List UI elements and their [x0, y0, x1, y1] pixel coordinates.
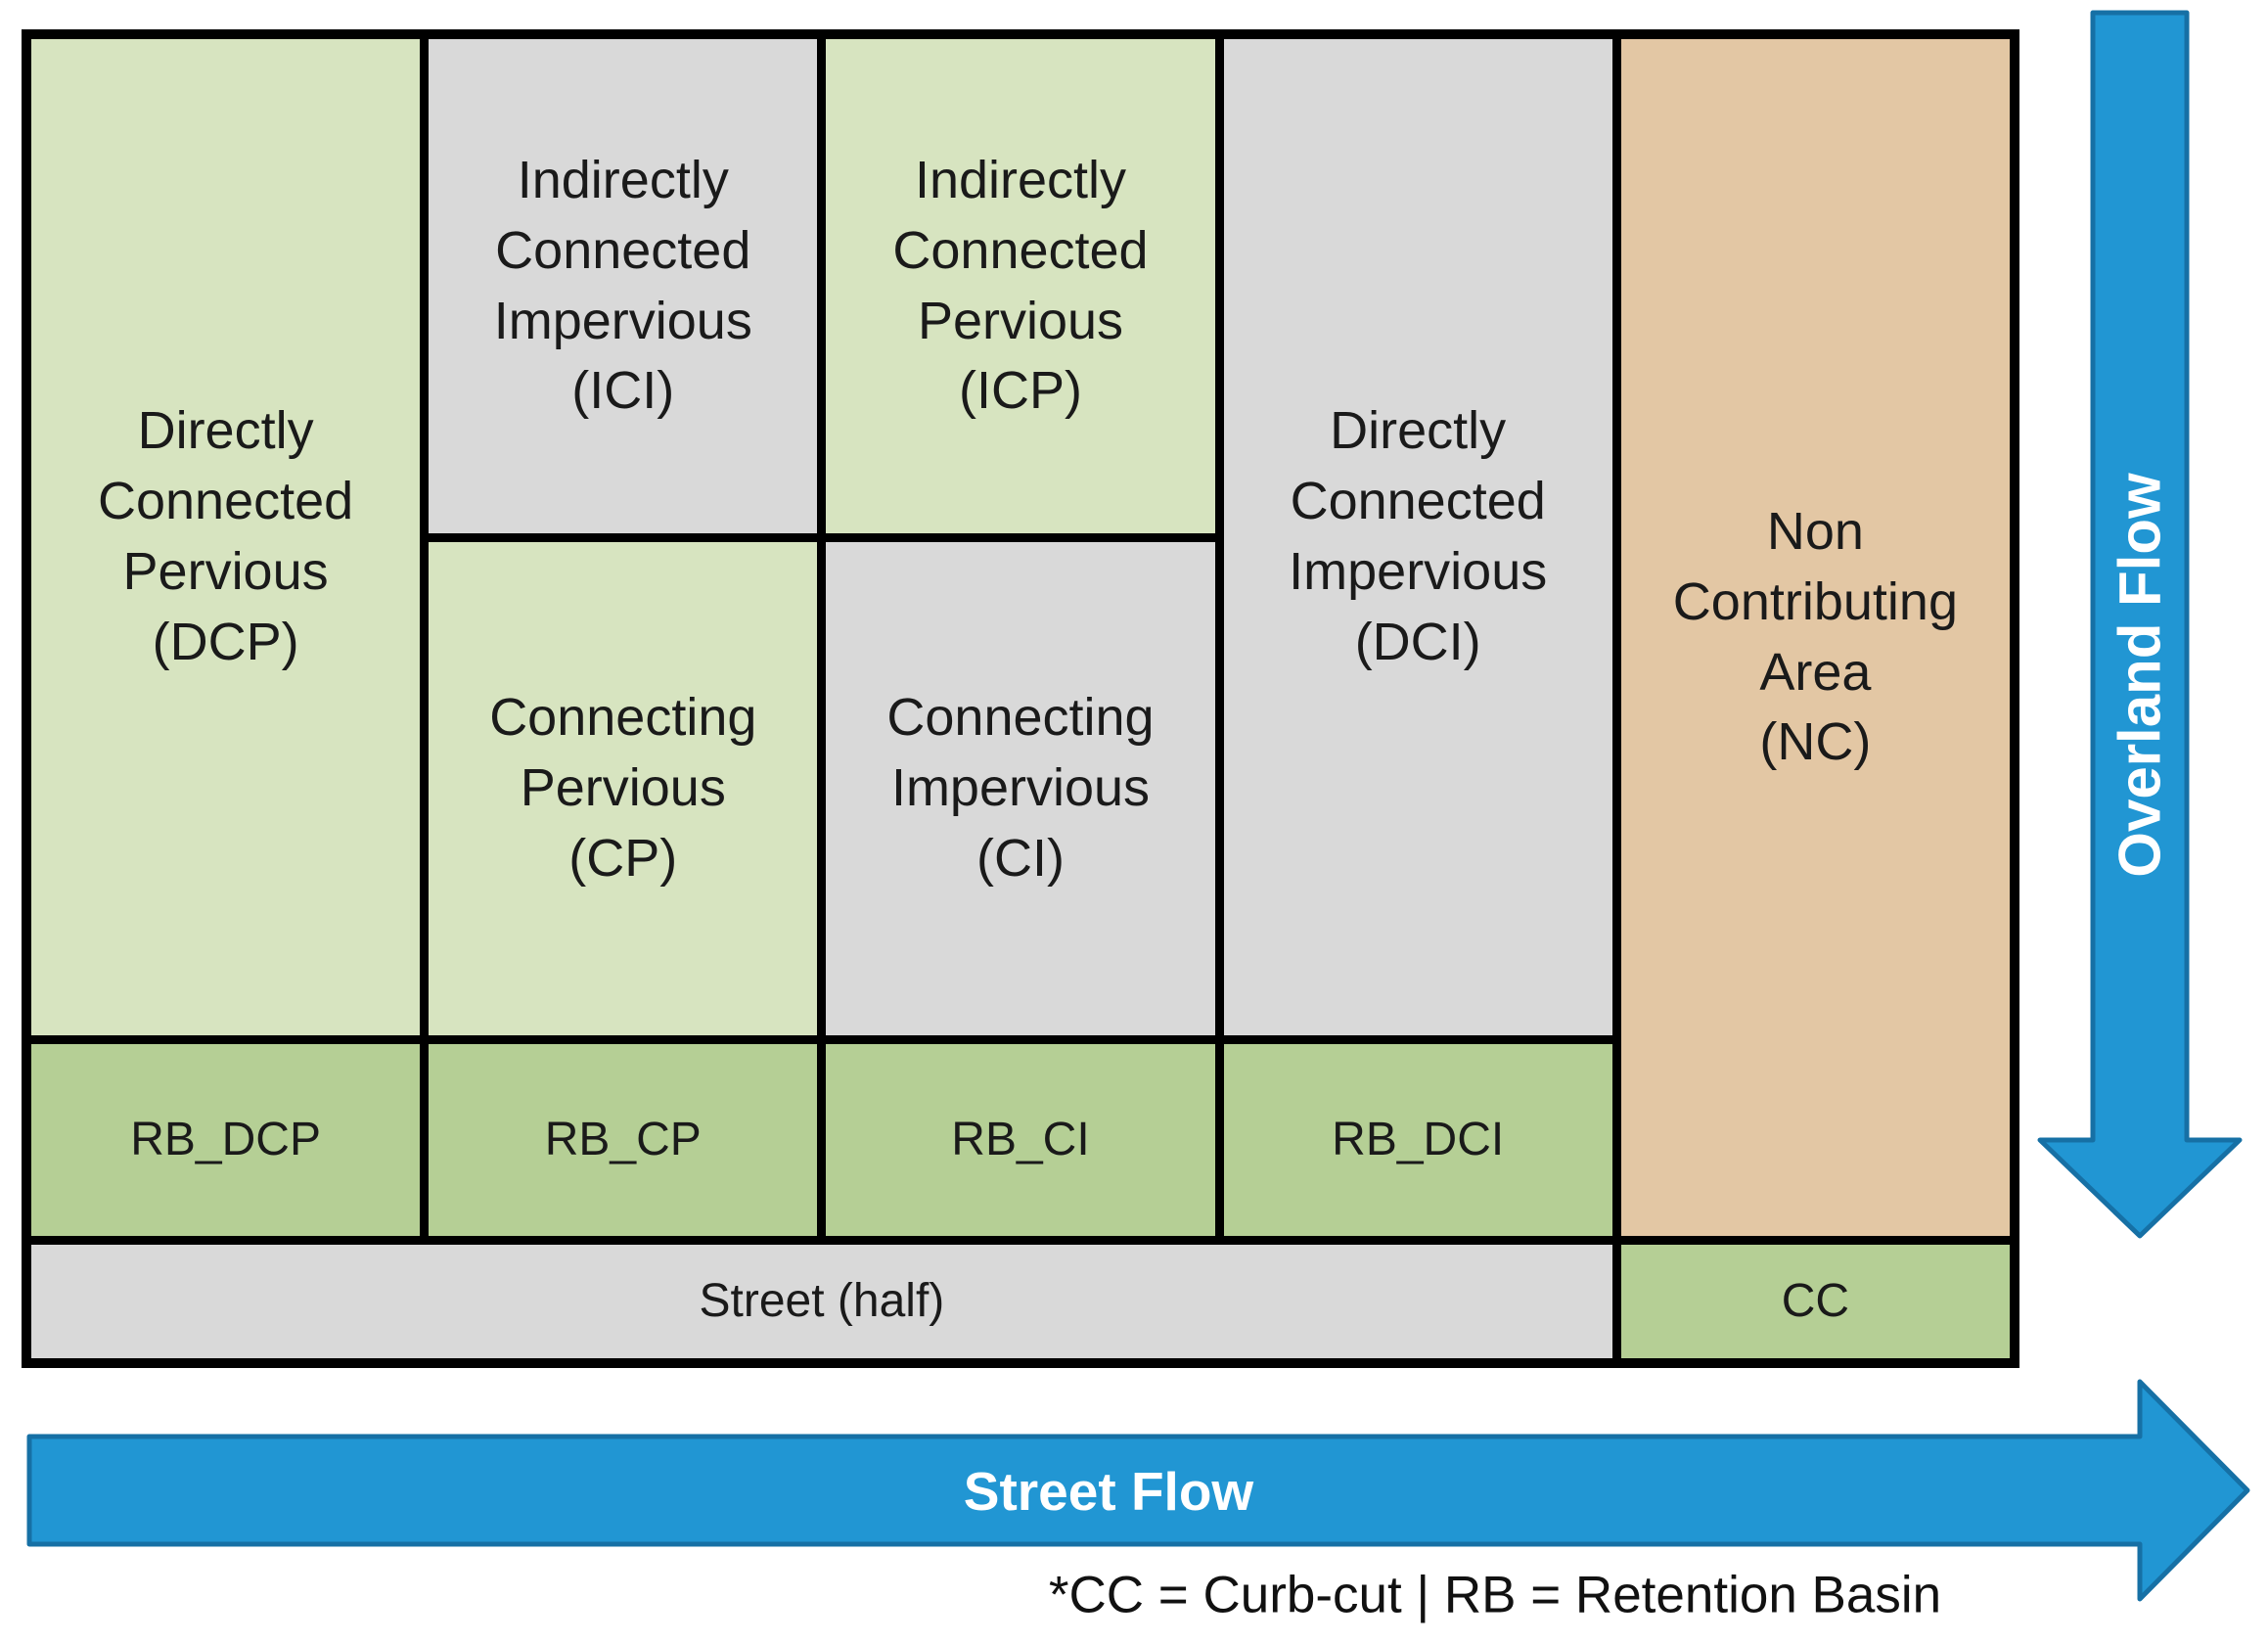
cell-connecting-impervious: Connecting Impervious (CI) [826, 542, 1215, 1035]
cell-retention-basin-dci: RB_DCI [1223, 1044, 1612, 1236]
cell-non-contributing-area: Non Contributing Area (NC) [1620, 39, 2010, 1236]
cell-curb-cut: CC [1620, 1245, 2010, 1358]
cell-retention-basin-cp: RB_CP [429, 1044, 818, 1236]
cell-directly-connected-impervious: Directly Connected Impervious (DCI) [1223, 39, 1612, 1035]
cell-retention-basin-dcp: RB_DCP [31, 1044, 421, 1236]
cell-directly-connected-pervious: Directly Connected Pervious (DCP) [31, 39, 421, 1035]
street-flow-label: Street Flow [963, 1461, 1254, 1522]
street-flow-arrow-icon [26, 1379, 2250, 1602]
cell-indirectly-connected-impervious: Indirectly Connected Impervious (ICI) [429, 39, 818, 533]
overland-flow-arrow-icon [2037, 10, 2243, 1239]
cell-retention-basin-ci: RB_CI [826, 1044, 1215, 1236]
land-cover-grid: Directly Connected Pervious (DCP) Indire… [22, 29, 2019, 1368]
cell-street-half: Street (half) [31, 1245, 1612, 1358]
overland-flow-label: Overland Flow [2107, 473, 2173, 878]
cell-indirectly-connected-pervious: Indirectly Connected Pervious (ICP) [826, 39, 1215, 533]
legend-note: *CC = Curb-cut | RB = Retention Basin [1048, 1566, 1942, 1624]
cell-connecting-pervious: Connecting Pervious (CP) [429, 542, 818, 1035]
